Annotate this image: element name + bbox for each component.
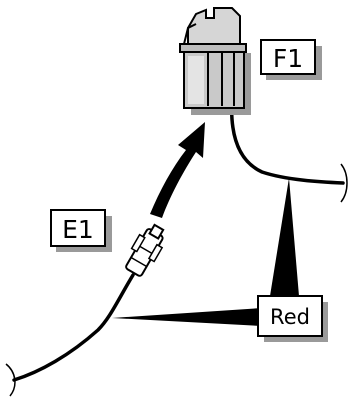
fuse-output-wire — [229, 96, 345, 185]
connector-label-text: E1 — [62, 215, 94, 244]
fuse-label: F1 — [260, 39, 322, 80]
connector-plug — [125, 223, 165, 277]
leader-upper — [270, 178, 299, 296]
wire-end-left — [5, 363, 16, 397]
insert-arrow — [150, 122, 205, 218]
wire-color-label-text: Red — [270, 305, 310, 329]
wire-color-label: Red — [257, 295, 328, 342]
fuse-holder — [179, 7, 251, 115]
wire-end-right — [340, 163, 348, 203]
connector-label: E1 — [50, 209, 112, 252]
connector-input-wire — [12, 273, 135, 382]
leader-lower — [112, 308, 262, 326]
fuse-label-text: F1 — [273, 44, 303, 73]
